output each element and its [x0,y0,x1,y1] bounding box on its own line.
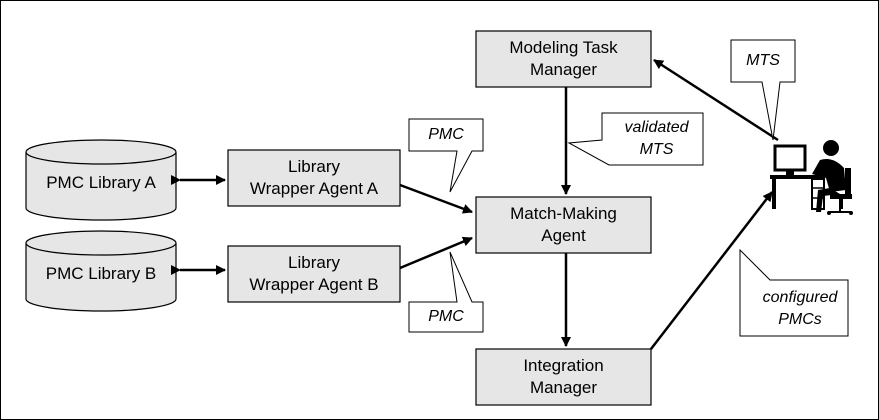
pmc-library-a-label: PMC Library A [46,173,156,192]
database-b [25,230,177,312]
integration-manager-box [475,348,652,406]
modeling-task-manager-box [475,30,652,88]
pmc-callout-b [408,251,484,333]
wrapper-agent-a-label: Library Wrapper Agent A [249,157,379,198]
modeling-task-manager-label: Modeling Task Manager [509,38,618,79]
integration-manager-label: Integration Manager [523,356,604,397]
pmc-callout-a [408,118,484,193]
validated-mts-label: validated MTS [624,119,689,158]
mts-callout [730,39,796,141]
configured-pmcs-label: configured PMCs [762,289,838,328]
validated-mts-callout [567,112,704,166]
configured-pmcs-callout [739,248,849,337]
match-making-agent-label: Match-Making Agent [510,204,617,245]
arrow-wrapper-a-match [399,183,473,214]
pmc-library-b-label: PMC Library B [45,264,157,283]
user-at-computer-icon [770,140,853,215]
wrapper-agent-b-box [227,245,401,303]
match-making-agent-box [475,196,652,254]
wrapper-agent-b-label: Library Wrapper Agent B [249,253,379,294]
pmc-callout-a-label: PMC [428,126,464,143]
arrow-user-task-manager [653,58,779,142]
mts-callout-label: MTS [746,52,780,69]
arrow-wrapper-b-match [399,236,473,270]
wrapper-agent-a-box [227,149,401,207]
database-a [25,139,177,221]
arrow-integration-user [650,191,773,350]
pmc-callout-b-label: PMC [428,308,464,325]
